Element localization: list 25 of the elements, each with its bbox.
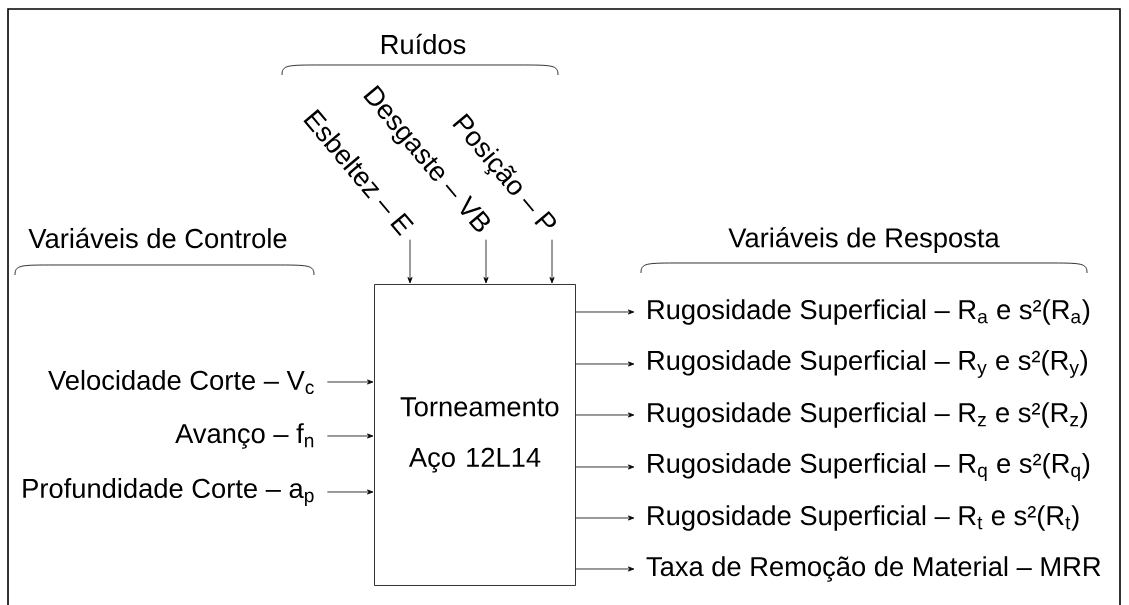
group-label: Variáveis de Resposta	[728, 227, 1000, 253]
arrow	[575, 515, 635, 521]
output-label: Rugosidade Superficial – R$_{t}$ e s²(R$_{t}$)	[648, 505, 1079, 531]
input-label: Velocidade Corte – V$_{c}$	[48, 369, 314, 395]
arrow	[549, 239, 555, 284]
arrow	[575, 309, 635, 315]
output-label: Rugosidade Superficial – R$_{q}$ e s²(R$_{q}$)	[648, 453, 1090, 481]
input-label: Profundidade Corte – a$_{p}$	[23, 478, 314, 506]
output-label: Taxa de Remoção de Material – MRR	[646, 556, 1101, 582]
group-label: Ruídos	[381, 33, 466, 55]
output-label: Rugosidade Superficial – R$_{a}$ e s²(R$_{a}$)	[648, 299, 1090, 325]
arrow	[326, 379, 374, 385]
process-box: Torneamento Aço 12L14	[374, 284, 576, 586]
arrow	[575, 412, 635, 418]
output-label: Rugosidade Superficial – R$_{y}$ e s²(R$_{y}$)	[648, 350, 1088, 378]
arrow	[575, 361, 635, 367]
input-label: Avanço – f$_{n}$	[175, 423, 314, 449]
group-label: Variáveis de Controle	[28, 227, 287, 249]
output-label: Rugosidade Superficial – R$_{z}$ e s²(R$_{z}$)	[648, 402, 1088, 428]
arrow	[326, 489, 374, 495]
arrow	[575, 464, 635, 470]
arrow	[326, 433, 374, 439]
arrow	[407, 239, 413, 284]
arrow	[483, 239, 489, 284]
arrow	[575, 566, 635, 572]
